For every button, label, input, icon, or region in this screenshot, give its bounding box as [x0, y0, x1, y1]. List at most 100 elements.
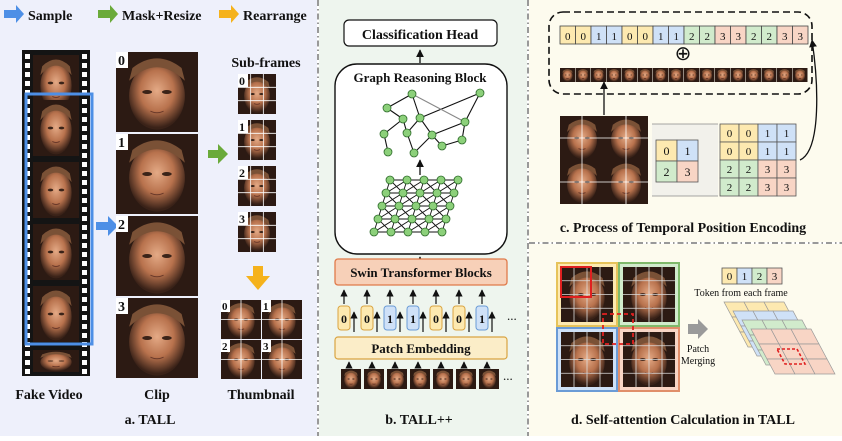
face-eye-left	[439, 379, 441, 380]
classification-head-label: Classification Head	[362, 28, 478, 43]
face-eye-right	[352, 379, 354, 380]
face-eye-right	[162, 172, 172, 176]
face-eye-left	[735, 75, 737, 76]
mesh-node	[454, 176, 462, 184]
film-hole	[25, 81, 30, 86]
face-eye-right	[677, 75, 679, 76]
clip-frame	[116, 298, 198, 378]
mesh-node	[420, 176, 428, 184]
face-eye-right	[754, 75, 756, 76]
patch-index: 1	[784, 146, 790, 158]
face-eye-right	[375, 379, 377, 380]
input-frame	[387, 369, 407, 389]
patch-tile	[715, 68, 730, 82]
frame-index: 3	[685, 165, 691, 179]
swin-label: Swin Transformer Blocks	[350, 265, 492, 280]
thumbnail-index: 2	[222, 341, 228, 353]
mesh-node	[395, 202, 403, 210]
face-eye-right	[162, 90, 172, 94]
graph-node	[461, 118, 469, 126]
graph-node	[399, 115, 407, 123]
sequence-index: 1	[596, 31, 602, 43]
temporal-token-index: 1	[387, 312, 393, 326]
temporal-token-index: 0	[456, 312, 462, 326]
film-hole	[25, 360, 30, 365]
face-eye-left	[596, 75, 598, 76]
face-eye-left	[142, 254, 152, 258]
face-eye-left	[565, 75, 567, 76]
graph-node	[380, 130, 388, 138]
face-eye-right	[59, 313, 65, 316]
film-hole	[82, 225, 87, 230]
graph-node	[403, 129, 411, 137]
face-eye-right	[739, 75, 741, 76]
label-clip: Clip	[144, 388, 170, 403]
face-eye-left	[642, 75, 644, 76]
face-eye-right	[723, 75, 725, 76]
film-frame	[33, 100, 79, 156]
thumbnail-index: 0	[222, 301, 228, 313]
patch-index: 3	[765, 164, 771, 176]
graph-node	[458, 136, 466, 144]
subframe-index: 2	[239, 166, 245, 180]
patch-index: 0	[746, 128, 752, 140]
film-hole	[25, 54, 30, 59]
patch-index: 1	[765, 128, 771, 140]
sequence-index: 3	[720, 31, 726, 43]
sequence-index: 1	[612, 31, 618, 43]
sequence-index: 0	[627, 31, 633, 43]
film-hole	[82, 81, 87, 86]
face-eye-right	[630, 75, 632, 76]
face-eye-left	[142, 172, 152, 176]
film-hole	[82, 315, 87, 320]
film-hole	[82, 99, 87, 104]
film-hole	[82, 162, 87, 167]
subframe-index: 3	[239, 212, 245, 226]
sequence-index: 2	[705, 31, 711, 43]
face-eye-right	[692, 75, 694, 76]
mesh-node	[446, 202, 454, 210]
face-eye-left	[720, 75, 722, 76]
film-hole	[82, 360, 87, 365]
face-eye-left	[48, 127, 54, 130]
subframes-title: Sub-frames	[231, 56, 301, 71]
sequence-index: 0	[643, 31, 649, 43]
patch-index: 1	[765, 146, 771, 158]
graph-node	[438, 142, 446, 150]
face-eye-left	[797, 75, 799, 76]
frames-ellipsis: ...	[503, 368, 513, 383]
mesh-node	[425, 215, 433, 223]
film-hole	[82, 252, 87, 257]
patch-tile	[793, 68, 808, 82]
film-hole	[82, 333, 87, 338]
sequence-index: 0	[581, 31, 587, 43]
temporal-token-index: 1	[410, 312, 416, 326]
mesh-node	[408, 215, 416, 223]
film-hole	[25, 369, 30, 374]
face-eye-right	[398, 379, 400, 380]
patch-tile	[762, 68, 777, 82]
mesh-node	[416, 189, 424, 197]
panel-d-thumbnail	[557, 263, 679, 391]
mesh-node	[391, 215, 399, 223]
face-eye-left	[393, 379, 395, 380]
face-eye-right	[59, 82, 65, 85]
film-hole	[82, 126, 87, 131]
film-hole	[82, 234, 87, 239]
graph-node	[416, 114, 424, 122]
face-eye-right	[162, 254, 172, 258]
film-hole	[25, 351, 30, 356]
film-hole	[82, 108, 87, 113]
graph-node	[383, 104, 391, 112]
add-icon: ⊕	[675, 43, 692, 65]
face-eye-right	[584, 75, 586, 76]
face-eye-right	[162, 336, 172, 340]
graph-node	[476, 89, 484, 97]
sequence-index: 1	[674, 31, 680, 43]
mesh-node	[387, 228, 395, 236]
film-hole	[82, 261, 87, 266]
face-eye-left	[48, 360, 54, 361]
film-hole	[82, 63, 87, 68]
